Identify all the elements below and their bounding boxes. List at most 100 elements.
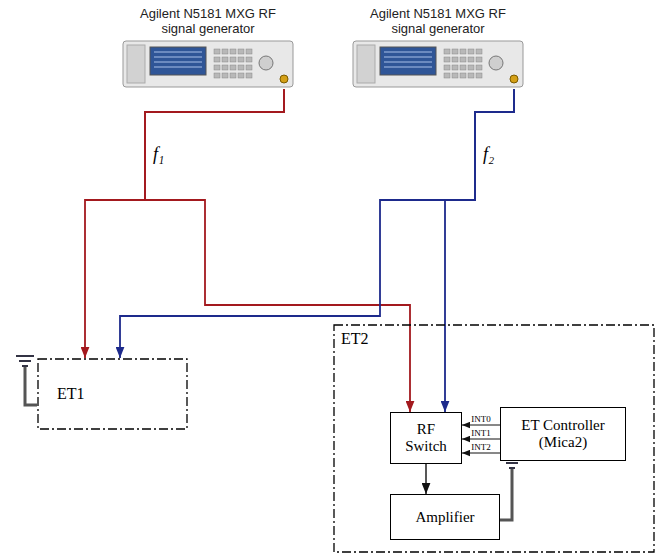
generator-key	[460, 65, 466, 70]
antenna-bar	[22, 365, 28, 367]
screen-line	[154, 62, 202, 63]
generator-key	[444, 49, 450, 54]
generator-key	[246, 49, 252, 54]
antenna-symbol	[16, 356, 37, 405]
generator-key	[476, 57, 482, 62]
node-label: RF Switch	[400, 421, 452, 455]
signal-arrow	[462, 453, 500, 454]
signal-generator: Agilent N5181 MXG RF signal generator	[352, 6, 524, 89]
frequency-label: f₁	[151, 144, 166, 164]
generator-body	[353, 41, 523, 87]
generator-screen	[380, 47, 436, 75]
generator-key	[214, 73, 220, 78]
screen-line	[384, 67, 432, 68]
generator-panel	[357, 45, 375, 83]
rf-cable	[445, 89, 514, 412]
generator-key	[246, 73, 252, 78]
generator-key	[452, 65, 458, 70]
generator-key	[230, 65, 236, 70]
screen-line	[384, 57, 432, 58]
signal-arrow	[462, 425, 500, 426]
generator-key	[238, 49, 244, 54]
generator-key	[246, 57, 252, 62]
generator-key	[222, 65, 228, 70]
generator-key	[476, 65, 482, 70]
generator-body	[123, 41, 293, 87]
screen-line	[154, 67, 202, 68]
generator-key	[476, 49, 482, 54]
generator-key	[460, 57, 466, 62]
generator-key	[444, 65, 450, 70]
generator-key	[476, 73, 482, 78]
pin-name: INT1	[470, 428, 492, 438]
antenna-feed	[25, 366, 37, 405]
signal-generator: Agilent N5181 MXG RF signal generator	[122, 6, 294, 89]
generator-key	[452, 73, 458, 78]
rf-output-connector	[510, 75, 518, 83]
generator-key	[238, 65, 244, 70]
generator-knob	[489, 56, 503, 70]
rf-cable	[85, 89, 284, 358]
screen-line	[154, 52, 202, 53]
antenna-bar	[19, 360, 31, 362]
signal-arrow	[462, 439, 500, 440]
controller-box: ET Controller (Mica2)	[500, 407, 626, 461]
generator-key	[214, 65, 220, 70]
signal-arrow	[425, 464, 426, 494]
pin-name: INT0	[470, 414, 492, 424]
generator-key	[468, 65, 474, 70]
generator-key	[214, 49, 220, 54]
frequency-label: f₂	[481, 144, 496, 164]
rf-cable	[120, 89, 514, 358]
generator-screen	[150, 47, 206, 75]
generator-key	[214, 57, 220, 62]
generator-picture	[352, 39, 524, 89]
node-label: ET Controller (Mica2)	[507, 417, 619, 451]
generator-knob	[259, 56, 273, 70]
pin-name: INT2	[470, 442, 492, 452]
switch-box: RF Switch	[390, 412, 462, 464]
generator-key	[230, 73, 236, 78]
generator-panel	[127, 45, 145, 83]
amplifier-box: Amplifier	[390, 494, 500, 540]
antenna-symbol	[500, 458, 521, 520]
antenna-feed	[500, 468, 512, 520]
generator-key	[452, 57, 458, 62]
generator-key	[468, 49, 474, 54]
tag-frame: RF Switch ET Controller (Mica2) Amplifier E…	[333, 324, 655, 553]
generator-key	[238, 57, 244, 62]
generator-picture	[122, 39, 294, 89]
dash-dot-border	[38, 359, 187, 429]
antenna-bar	[506, 462, 518, 464]
screen-line	[154, 57, 202, 58]
rf-cable	[145, 89, 410, 412]
generator-key	[444, 57, 450, 62]
generator-key	[452, 49, 458, 54]
screen-line	[384, 62, 432, 63]
generator-key	[222, 73, 228, 78]
tag-frame: ET1	[37, 358, 188, 430]
generator-key	[222, 49, 228, 54]
instrument-title: Agilent N5181 MXG RF signal generator	[370, 6, 506, 36]
node-label: ET2	[341, 330, 647, 348]
screen-line	[384, 52, 432, 53]
antenna-bar	[16, 355, 34, 357]
generator-key	[468, 73, 474, 78]
generator-key	[468, 57, 474, 62]
generator-key	[460, 49, 466, 54]
generator-key	[238, 73, 244, 78]
generator-key	[230, 49, 236, 54]
node-label: ET1	[57, 385, 85, 403]
generator-key	[444, 73, 450, 78]
dash-dot-border	[334, 325, 654, 552]
generator-key	[246, 65, 252, 70]
generator-key	[222, 57, 228, 62]
generator-key	[230, 57, 236, 62]
instrument-title: Agilent N5181 MXG RF signal generator	[140, 6, 276, 36]
node-label: Amplifier	[415, 509, 474, 526]
antenna-bar	[509, 467, 515, 469]
generator-key	[460, 73, 466, 78]
